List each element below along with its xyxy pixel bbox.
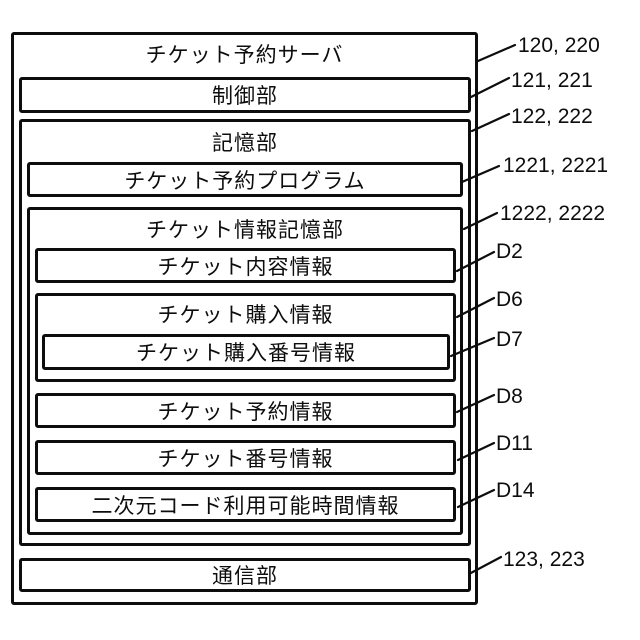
reservation-program-label: チケット予約プログラム: [124, 169, 366, 193]
leader-line-server: [476, 43, 517, 63]
control-unit-label: 制御部: [212, 85, 278, 108]
ref-label-number: D11: [496, 432, 533, 455]
ticket-reservation-info-label: チケット予約情報: [157, 400, 334, 424]
ref-label-info-storage: 1222, 2222: [500, 202, 606, 225]
server-box-label: チケット予約サーバ: [145, 44, 344, 67]
ref-label-server: 120, 220: [518, 34, 600, 57]
ticket-purchase-number-info-box: チケット購入番号情報: [42, 334, 450, 370]
ref-label-control: 121, 221: [511, 69, 593, 92]
ref-label-purchase: D6: [496, 288, 523, 311]
ticket-purchase-number-info-label: チケット購入番号情報: [136, 342, 356, 365]
ticket-content-info-label: チケット内容情報: [157, 255, 334, 279]
communication-unit-box: 通信部: [19, 558, 471, 592]
storage-unit-label: 記憶部: [212, 132, 278, 155]
ticket-info-storage-label: チケット情報記憶部: [146, 219, 344, 242]
qr-code-available-time-info-box: 二次元コード利用可能時間情報: [35, 487, 456, 522]
ref-label-qr-time: D14: [496, 479, 535, 502]
communication-unit-label: 通信部: [212, 565, 278, 588]
ticket-number-info-box: チケット番号情報: [35, 440, 456, 475]
ref-label-content: D2: [496, 240, 523, 263]
ref-label-purchase-number: D7: [496, 328, 523, 351]
qr-code-available-time-info-label: 二次元コード利用可能時間情報: [91, 494, 400, 518]
ref-label-communication: 123, 223: [503, 548, 585, 571]
ticket-purchase-info-label: チケット購入情報: [157, 304, 334, 327]
reservation-program-box: チケット予約プログラム: [27, 162, 463, 197]
ticket-content-info-box: チケット内容情報: [35, 248, 456, 283]
ref-label-program: 1221, 2221: [503, 154, 609, 177]
ticket-reservation-info-box: チケット予約情報: [35, 393, 456, 428]
ref-label-reservation: D8: [496, 385, 523, 408]
ref-label-storage: 122, 222: [511, 105, 593, 128]
ticket-number-info-label: チケット番号情報: [157, 447, 334, 471]
control-unit-box: 制御部: [19, 77, 471, 113]
